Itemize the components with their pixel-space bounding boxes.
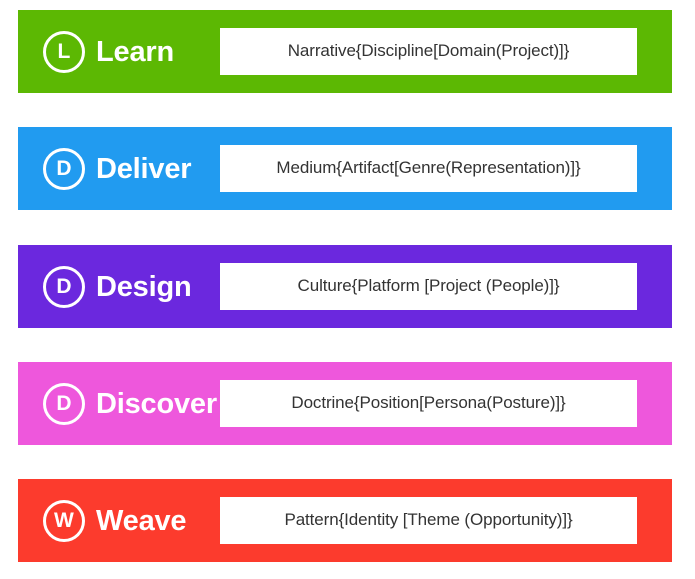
stage-badge-circle-icon: D: [43, 265, 85, 308]
formula-box[interactable]: Culture{Platform [Project (People)]}: [220, 263, 637, 310]
stage-label: Design: [96, 270, 192, 303]
stage-row-deliver[interactable]: D Deliver Medium{Artifact[Genre(Represen…: [18, 127, 672, 210]
stage-badge-circle-icon: D: [43, 147, 85, 190]
stage-badge-circle-icon: D: [43, 382, 85, 425]
stage-label: Weave: [96, 504, 187, 537]
formula-box[interactable]: Pattern{Identity [Theme (Opportunity)]}: [220, 497, 637, 544]
badge-initial: W: [53, 509, 75, 532]
formula-text: Pattern{Identity [Theme (Opportunity)]}: [284, 510, 573, 530]
formula-text: Narrative{Discipline[Domain(Project)]}: [287, 41, 570, 61]
formula-box[interactable]: Doctrine{Position[Persona(Posture)]}: [220, 380, 637, 427]
badge-initial: D: [56, 392, 72, 415]
stage-row-design[interactable]: D Design Culture{Platform [Project (Peop…: [18, 245, 672, 328]
badge-initial: D: [56, 275, 72, 298]
stage-label: Deliver: [96, 152, 192, 185]
stage-row-learn[interactable]: L Learn Narrative{Discipline[Domain(Proj…: [18, 10, 672, 93]
stage-badge-circle-icon: L: [43, 30, 85, 73]
stage-badge-circle-icon: W: [43, 499, 85, 542]
formula-box[interactable]: Narrative{Discipline[Domain(Project)]}: [220, 28, 637, 75]
stage-row-discover[interactable]: D Discover Doctrine{Position[Persona(Pos…: [18, 362, 672, 445]
formula-text: Medium{Artifact[Genre(Representation)]}: [276, 158, 581, 178]
badge-initial: L: [57, 40, 71, 63]
formula-box[interactable]: Medium{Artifact[Genre(Representation)]}: [220, 145, 637, 192]
stage-label: Learn: [96, 35, 174, 68]
formula-text: Culture{Platform [Project (People)]}: [297, 276, 560, 296]
badge-initial: D: [56, 157, 72, 180]
formula-text: Doctrine{Position[Persona(Posture)]}: [291, 393, 566, 413]
stage-row-weave[interactable]: W Weave Pattern{Identity [Theme (Opportu…: [18, 479, 672, 562]
stage-label: Discover: [96, 387, 217, 420]
